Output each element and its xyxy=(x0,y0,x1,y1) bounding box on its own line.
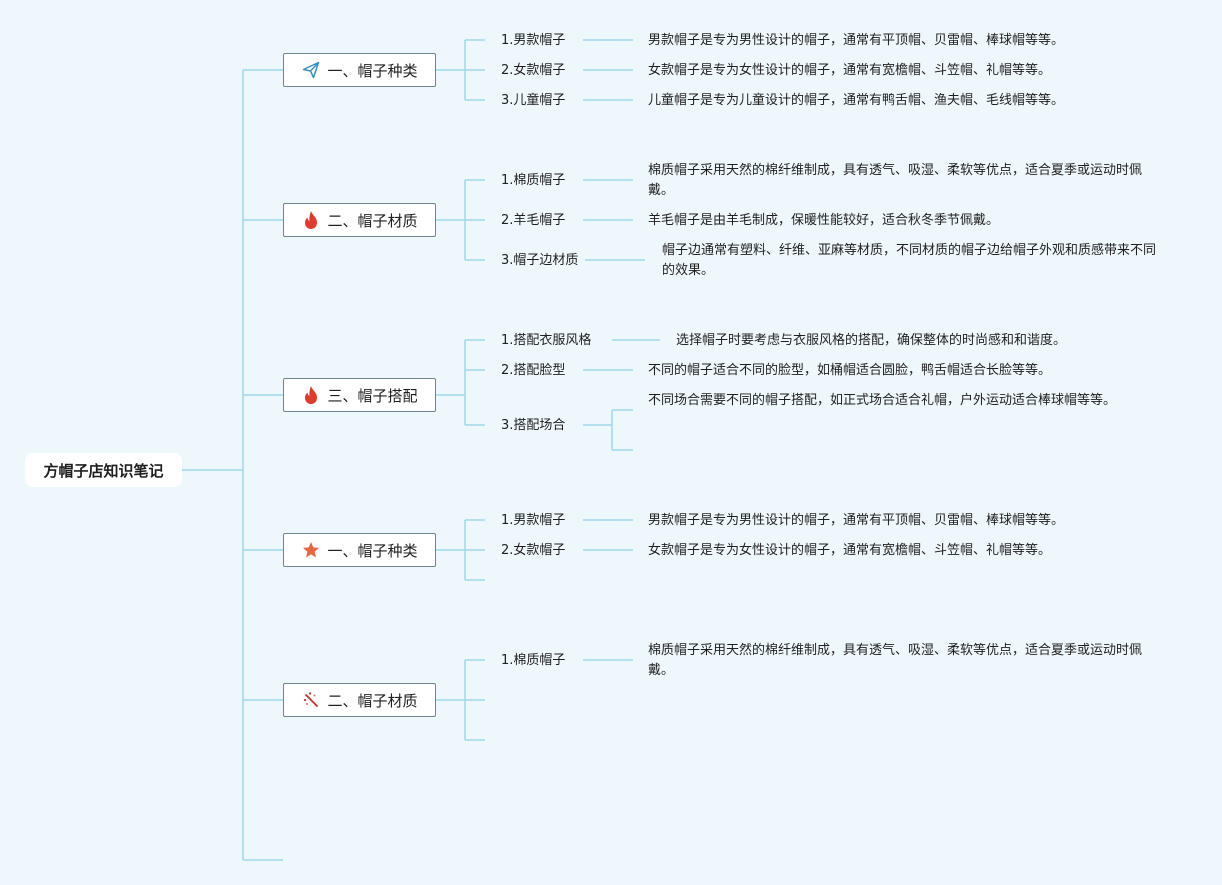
fire-icon xyxy=(301,385,321,405)
sub-item-label[interactable]: 1.男款帽子 xyxy=(501,513,566,528)
item-description[interactable]: 帽子边通常有塑料、纤维、亚麻等材质，不同材质的帽子边给帽子外观和质感带来不同的效… xyxy=(662,243,1157,278)
category-label: 二、帽子材质 xyxy=(327,691,418,710)
sub-item-label[interactable]: 3.帽子边材质 xyxy=(501,253,579,268)
item-description[interactable]: 儿童帽子是专为儿童设计的帽子，通常有鸭舌帽、渔夫帽、毛线帽等等。 xyxy=(648,93,1065,108)
item-description[interactable]: 男款帽子是专为男性设计的帽子，通常有平顶帽、贝雷帽、棒球帽等等。 xyxy=(648,33,1065,48)
category-label: 一、帽子种类 xyxy=(327,61,418,80)
star-icon xyxy=(301,540,321,560)
category-label: 三、帽子搭配 xyxy=(327,386,418,405)
magic-wand-icon xyxy=(301,690,321,710)
category-node-types-2[interactable]: 一、帽子种类 xyxy=(283,533,436,567)
item-description[interactable]: 男款帽子是专为男性设计的帽子，通常有平顶帽、贝雷帽、棒球帽等等。 xyxy=(648,513,1065,528)
item-description[interactable]: 女款帽子是专为女性设计的帽子，通常有宽檐帽、斗笠帽、礼帽等等。 xyxy=(648,543,1052,558)
item-description[interactable]: 棉质帽子采用天然的棉纤维制成，具有透气、吸湿、柔软等优点，适合夏季或运动时佩戴。 xyxy=(648,163,1143,198)
item-description[interactable]: 羊毛帽子是由羊毛制成，保暖性能较好，适合秋冬季节佩戴。 xyxy=(648,213,1000,228)
category-node-materials[interactable]: 二、帽子材质 xyxy=(283,203,436,237)
root-node[interactable]: 方帽子店知识笔记 xyxy=(25,453,182,487)
sub-item-label[interactable]: 2.女款帽子 xyxy=(501,543,566,558)
sub-item-label[interactable]: 2.女款帽子 xyxy=(501,63,566,78)
category-node-matching[interactable]: 三、帽子搭配 xyxy=(283,378,436,412)
sub-item-label[interactable]: 3.儿童帽子 xyxy=(501,93,566,108)
paper-plane-icon xyxy=(301,60,321,80)
sub-item-label[interactable]: 1.棉质帽子 xyxy=(501,173,566,188)
category-label: 二、帽子材质 xyxy=(327,211,418,230)
fire-icon xyxy=(301,210,321,230)
category-label: 一、帽子种类 xyxy=(327,541,418,560)
sub-item-label[interactable]: 2.搭配脸型 xyxy=(501,363,566,378)
item-description[interactable]: 不同场合需要不同的帽子搭配，如正式场合适合礼帽，户外运动适合棒球帽等等。 xyxy=(648,393,1117,408)
sub-item-label[interactable]: 2.羊毛帽子 xyxy=(501,213,566,228)
item-description[interactable]: 不同的帽子适合不同的脸型，如桶帽适合圆脸，鸭舌帽适合长脸等等。 xyxy=(648,363,1052,378)
item-description[interactable]: 女款帽子是专为女性设计的帽子，通常有宽檐帽、斗笠帽、礼帽等等。 xyxy=(648,63,1052,78)
item-description[interactable]: 选择帽子时要考虑与衣服风格的搭配，确保整体的时尚感和和谐度。 xyxy=(676,333,1067,348)
category-node-materials-2[interactable]: 二、帽子材质 xyxy=(283,683,436,717)
sub-item-label[interactable]: 1.棉质帽子 xyxy=(501,653,566,668)
category-node-types[interactable]: 一、帽子种类 xyxy=(283,53,436,87)
item-description[interactable]: 棉质帽子采用天然的棉纤维制成，具有透气、吸湿、柔软等优点，适合夏季或运动时佩戴。 xyxy=(648,643,1143,678)
sub-item-label[interactable]: 3.搭配场合 xyxy=(501,418,566,433)
sub-item-label[interactable]: 1.男款帽子 xyxy=(501,33,566,48)
sub-item-label[interactable]: 1.搭配衣服风格 xyxy=(501,333,592,348)
